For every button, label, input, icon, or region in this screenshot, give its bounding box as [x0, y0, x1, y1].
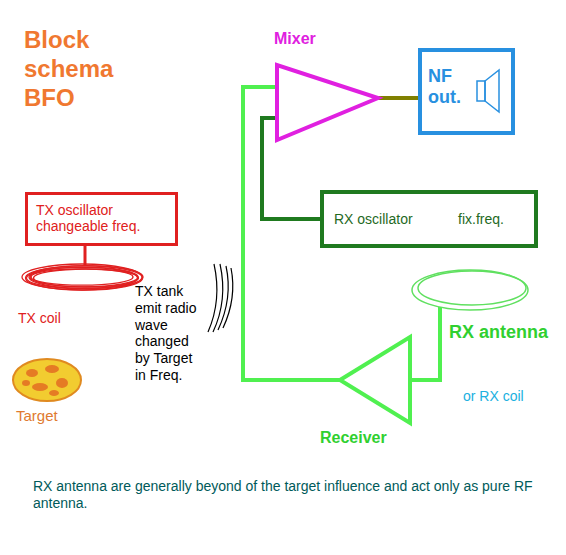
node-label: TX oscillator changeable freq.: [36, 202, 167, 234]
node-label: NF out.: [428, 66, 474, 107]
speaker-magnet: [477, 81, 485, 101]
node-label: RX antenna: [449, 322, 549, 343]
target-spot: [26, 369, 38, 377]
antenna-winding: [418, 271, 526, 305]
note-text: TX tank emit radio wave changed by Targe…: [135, 283, 203, 384]
target-spot: [22, 380, 30, 386]
wave-arc: [208, 264, 217, 332]
footnote-text: RX antenna are generally beyond of the t…: [33, 478, 538, 512]
target-spot: [56, 378, 68, 388]
signal-wire: [378, 96, 418, 100]
target-spot: [49, 390, 59, 396]
target-spot: [32, 383, 48, 391]
coil-windings: [22, 264, 143, 290]
target-blob: [13, 359, 81, 401]
antenna-loop: [412, 270, 528, 310]
node-label: RX oscillator: [334, 211, 413, 227]
node-label: Receiver: [320, 429, 387, 447]
mixer-triangle: Mixer: [272, 30, 384, 145]
mixer-symbol: [277, 65, 378, 140]
coil-winding: [26, 266, 143, 290]
node-label: TX coil: [18, 310, 61, 326]
amplifier-symbol: [340, 337, 410, 423]
signal-wire: [84, 246, 87, 265]
wave-arc: [223, 268, 233, 328]
coil-winding: [22, 264, 142, 290]
coil-winding: [31, 269, 133, 285]
oscillator-box: TX oscillator changeable freq.: [25, 192, 178, 246]
wave-arcs: [208, 264, 233, 332]
coil-winding: [30, 267, 138, 287]
node-label: Target: [16, 407, 58, 424]
diagram-title: Block schema BFO: [24, 26, 124, 112]
node-label: Mixer: [274, 30, 316, 48]
output-box: NF out.: [418, 48, 515, 135]
antenna-winding: [412, 270, 528, 310]
target-object: Target: [10, 355, 100, 435]
speaker-symbol: [475, 68, 505, 114]
node-label: or RX coil: [463, 388, 524, 404]
signal-wire: [410, 307, 440, 380]
target-spot: [45, 365, 59, 373]
oscillator-box: RX oscillator fix.freq.: [320, 190, 538, 248]
receiver-triangle: Receiver: [320, 325, 420, 455]
coil-winding: [27, 267, 138, 288]
speaker-cone: [485, 70, 499, 112]
node-outline: [272, 30, 384, 145]
node-label: fix.freq.: [458, 211, 504, 227]
rx-antenna: RX antenna or RX coil: [405, 262, 555, 412]
